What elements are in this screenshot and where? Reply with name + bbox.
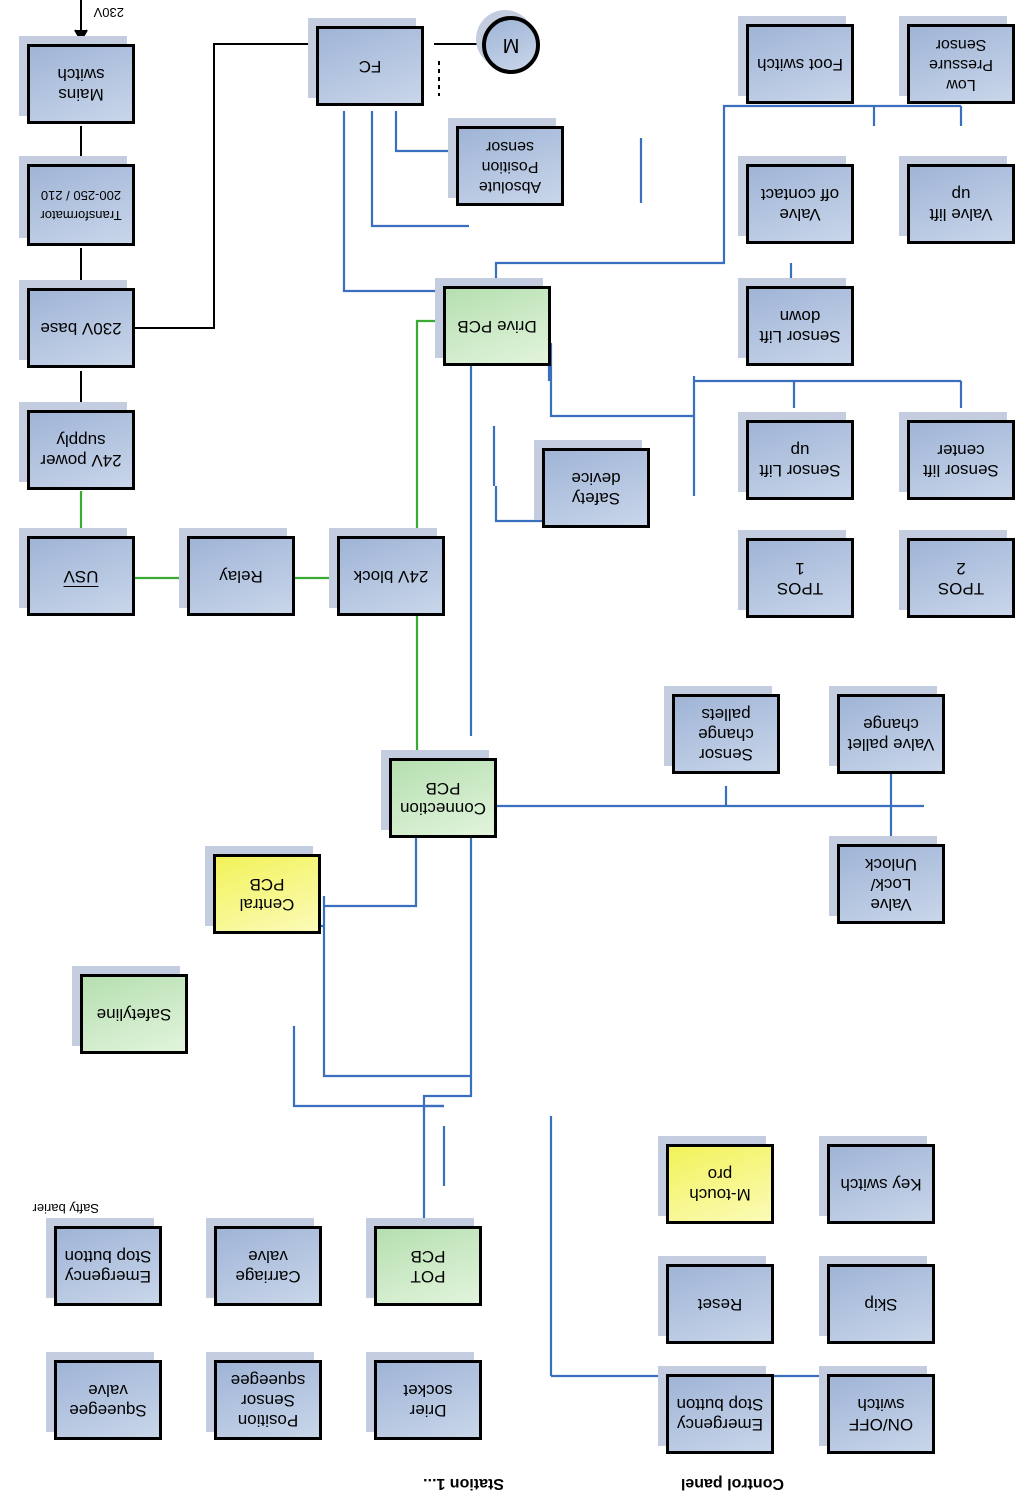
mains-switch: Mains switch	[27, 44, 135, 124]
sensor-lift-up: Sensor Lift up	[746, 420, 854, 500]
drive-pcb: Drive PCB	[443, 286, 551, 366]
green-24v-wires	[79, 319, 444, 754]
motor-m: M	[482, 16, 540, 74]
sensor-lift-center: Sensor lift center	[907, 420, 1015, 500]
valve-off-contact: Valve off contact	[746, 164, 854, 244]
key-switch: Key switch	[827, 1144, 935, 1224]
position-sensor-squeegee: Position Sensor squeegee	[214, 1360, 322, 1440]
voltage-label: 230V	[93, 5, 124, 20]
transformator: Transformator 200-250 / 210	[27, 164, 135, 246]
connection-pcb: Connection PCB	[389, 758, 497, 838]
foot-switch: Foot switch	[746, 24, 854, 104]
central-pcb: Central PCB	[213, 854, 321, 934]
safety-barrier-label: Safty barier	[32, 1201, 99, 1216]
sensor-change-pallets: Sensor change pallets	[672, 694, 780, 774]
power-supply-24v: 24V power supply	[27, 410, 135, 490]
sensor-lift-down: Sensor Lift down	[746, 286, 854, 366]
carriage-valve: Carriage valve	[214, 1226, 322, 1306]
tpos-2: TPOS 2	[907, 538, 1015, 618]
on-off-switch: ON/OFF switch	[827, 1374, 935, 1454]
safetyline: Safetyline	[80, 974, 188, 1054]
reset: Reset	[666, 1264, 774, 1344]
drier-socket: Drier socket	[374, 1360, 482, 1440]
fc: FC	[316, 26, 424, 106]
emergency-stop-station: Emergency Stop button	[54, 1226, 162, 1306]
pcb-pot: POT PCB	[374, 1226, 482, 1306]
absolute-position-sensor: Absolute Position sensor	[456, 126, 564, 206]
base-230v: 230V base	[27, 288, 135, 368]
black-power-wires	[74, 0, 484, 408]
relay: Relay	[187, 536, 295, 616]
valve-lift-up: Valve lift up	[907, 164, 1015, 244]
emergency-stop-panel: Emergency Stop button	[666, 1374, 774, 1454]
station-label: Station 1...	[423, 1475, 504, 1492]
safety-device: Safety device	[542, 448, 650, 528]
valve-pallet-change: Valve pallet change	[837, 694, 945, 774]
usv: USV	[27, 536, 135, 616]
control-panel-label: Control panel	[680, 1475, 784, 1492]
valve-lock-unlock: Valve Lock/ Unlock	[837, 844, 945, 924]
squeegee-valve: Squeegee valve	[54, 1360, 162, 1440]
block-24v: 24V block	[337, 536, 445, 616]
low-pressure-sensor: Low Pressure Sensor	[907, 24, 1015, 104]
skip: Skip	[827, 1264, 935, 1344]
m-touch-pro: M-touch pro	[666, 1144, 774, 1224]
tpos-1: TPOS 1	[746, 538, 854, 618]
